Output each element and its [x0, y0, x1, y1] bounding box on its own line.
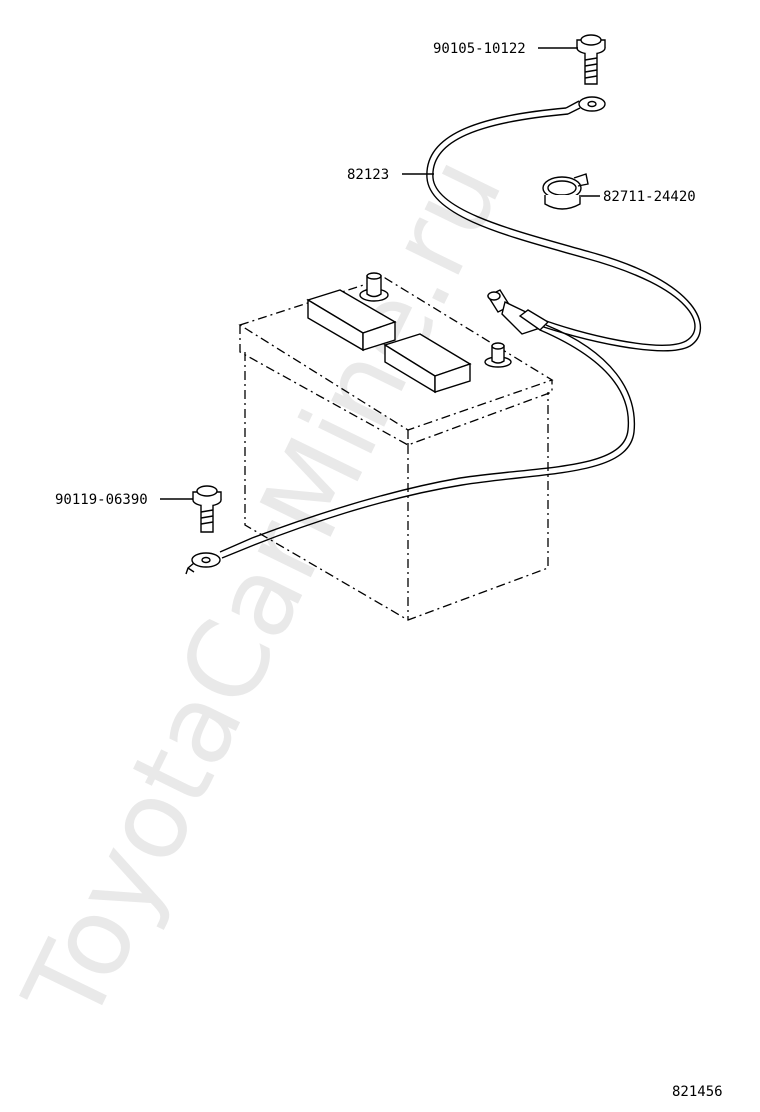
cable-clamp [542, 173, 589, 210]
vent-cap-1 [306, 289, 397, 352]
bolt-top [576, 34, 606, 85]
watermark-text: ToyotaCarMine.ru [1, 139, 527, 1043]
bolt-left [192, 485, 222, 533]
cable-top-ring-terminal [565, 96, 606, 115]
vent-cap-2 [383, 333, 472, 394]
negative-terminal [484, 342, 512, 368]
cable-bottom-ring-terminal [185, 552, 221, 575]
cable-battery-terminal [486, 289, 550, 335]
battery [238, 272, 554, 621]
callout-bolt-top: 90105-10122 [433, 41, 526, 57]
callout-cable: 82123 [347, 167, 389, 183]
ground-cable-82123 [185, 96, 702, 575]
callout-bolt-left: 90119-06390 [55, 492, 148, 508]
callout-clamp: 82711-24420 [603, 189, 696, 205]
positive-terminal [359, 272, 389, 302]
figure-number: 821456 [672, 1084, 723, 1100]
